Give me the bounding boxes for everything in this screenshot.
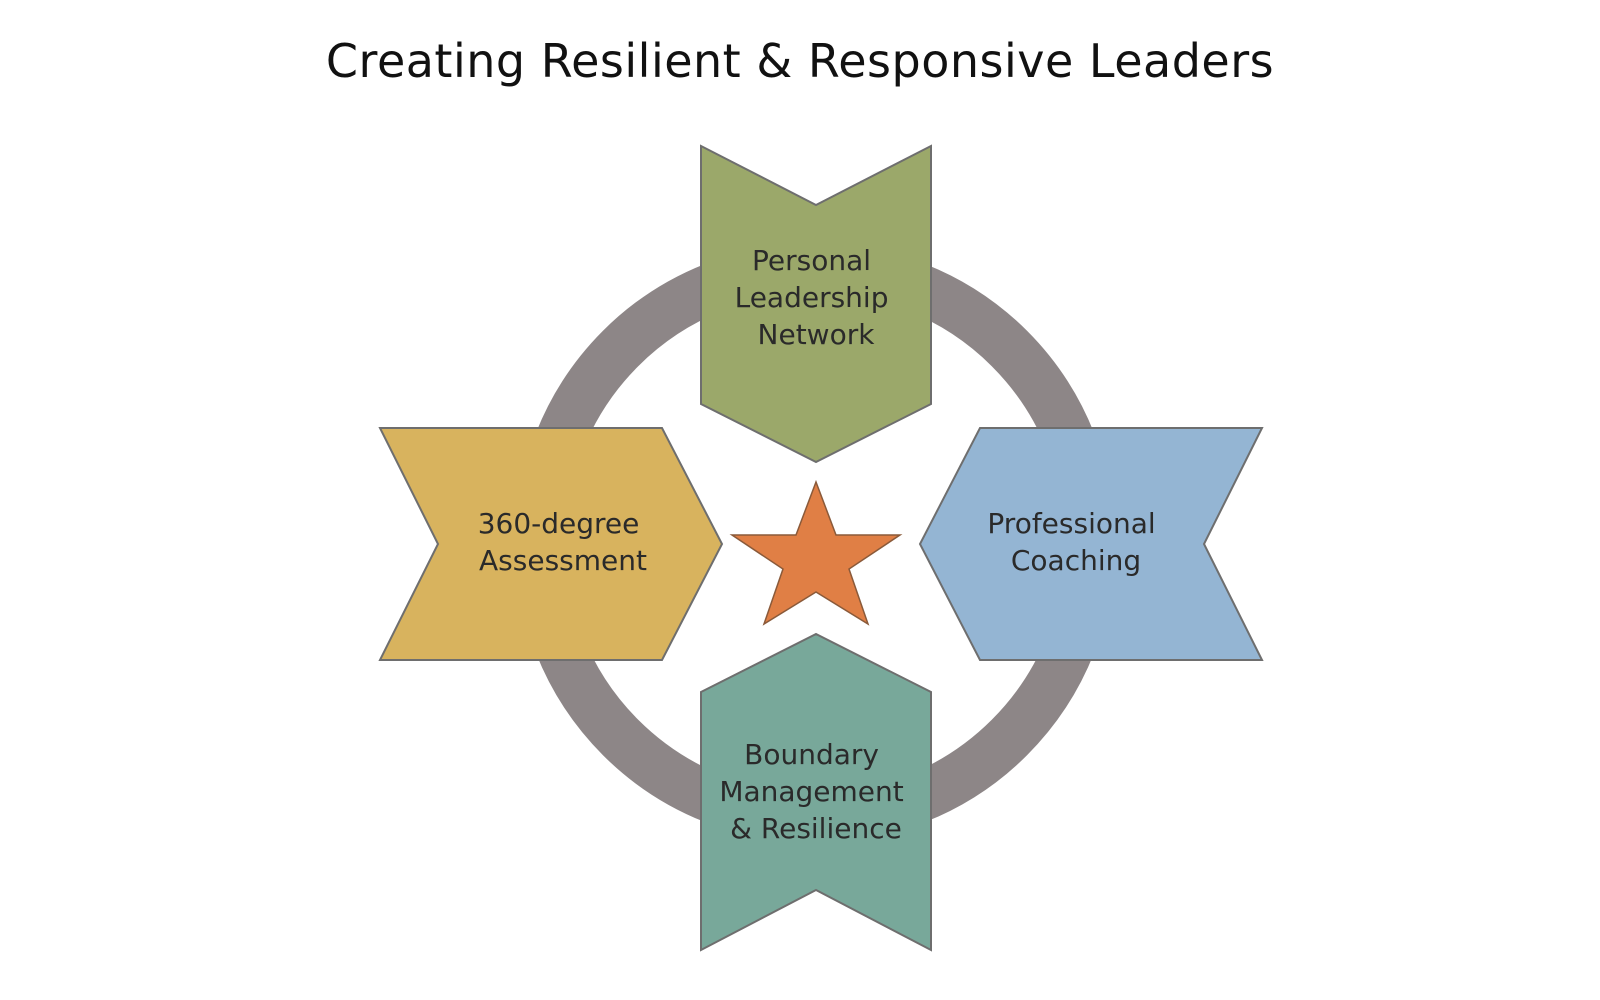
node-label-line: Network [758,318,876,351]
page-title: Creating Resilient & Responsive Leaders [325,34,1275,88]
node-label-top: Personal Leadership Network [735,244,898,351]
node-label-line: Assessment [479,544,647,577]
node-label-line: Coaching [1011,544,1141,577]
node-label-line: Personal [752,244,871,277]
node-label-line: 360-degree [478,507,640,540]
node-label-line: Leadership [735,281,889,314]
node-professional-coaching: Professional Coaching [918,427,1264,661]
chevron-shape-left [378,427,724,661]
chevron-shape-bottom [700,632,932,952]
node-label-bottom: Boundary Management & Resilience [719,738,912,845]
chevron-shape-top [700,144,932,464]
node-label-line: & Resilience [730,812,902,845]
star-icon [729,479,903,626]
node-label-line: Management [719,775,903,808]
node-label-right: Professional Coaching [987,507,1164,577]
node-label-left: 360-degree Assessment [478,507,649,577]
chevron-shape-right [918,427,1264,661]
node-label-line: Professional [987,507,1155,540]
node-label-line: Boundary [744,738,879,771]
node-boundary-management-resilience: Boundary Management & Resilience [700,632,932,952]
node-360-degree-assessment: 360-degree Assessment [378,427,724,661]
node-personal-leadership-network: Personal Leadership Network [700,144,932,464]
